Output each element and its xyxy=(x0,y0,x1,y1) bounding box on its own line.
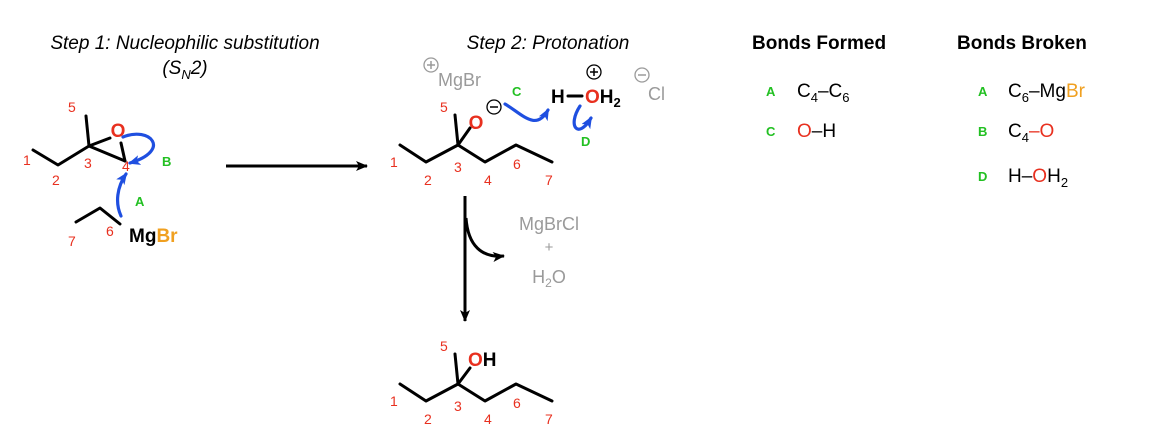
epoxide-oxygen: O xyxy=(111,121,126,142)
chloride-text: Cl xyxy=(648,84,665,104)
carbon-number: 7 xyxy=(68,233,76,249)
bonds-broken-item: C6–MgBr xyxy=(1008,81,1086,105)
bonds-formed-heading: Bonds Formed xyxy=(752,33,886,54)
carbon-number: 5 xyxy=(440,338,448,354)
carbon-number: 1 xyxy=(23,152,31,168)
negative-charge-icon xyxy=(634,67,650,83)
alkoxide-oxygen: O xyxy=(469,113,484,134)
carbon-number: 6 xyxy=(106,223,114,239)
grignard-mgbr: MgBr xyxy=(129,226,178,247)
bonds-broken-key: D xyxy=(978,169,987,184)
epoxide-molecule: O xyxy=(31,114,127,167)
curved-arrow-b xyxy=(121,132,155,165)
carbon-number: 7 xyxy=(545,172,553,188)
arrow-label-b: B xyxy=(162,154,171,169)
carbon-number: 5 xyxy=(68,99,76,115)
carbon-number: 7 xyxy=(545,411,553,427)
carbon-number: 2 xyxy=(52,172,60,188)
carbon-number: 3 xyxy=(84,155,92,171)
carbon-number: 1 xyxy=(390,154,398,170)
arrow-label-a: A xyxy=(135,194,145,209)
bonds-broken-item: C4–O xyxy=(1008,121,1054,145)
byproduct-water: H2O xyxy=(532,267,566,290)
step2-title: Step 2: Protonation xyxy=(467,33,630,54)
grignard-reagent: MgBr xyxy=(74,206,178,247)
byproduct-mgbrcl: MgBrCl xyxy=(519,214,579,234)
carbon-number: 3 xyxy=(454,159,462,175)
positive-charge-icon xyxy=(586,64,602,80)
carbon-number: 5 xyxy=(440,99,448,115)
bonds-broken-item: H–OH2 xyxy=(1008,166,1068,190)
byproduct-plus: + xyxy=(545,239,554,256)
step1-title: Step 1: Nucleophilic substitution xyxy=(50,33,319,54)
carbon-number: 2 xyxy=(424,172,432,188)
carbon-number: 3 xyxy=(454,398,462,414)
bonds-broken-key: B xyxy=(978,124,987,139)
bonds-formed-item: C4–C6 xyxy=(797,81,850,105)
mgbr-cation-text: MgBr xyxy=(438,70,481,90)
bonds-broken-key: A xyxy=(978,84,988,99)
hydronium-ion: H OH2 xyxy=(551,64,621,110)
bonds-formed-key: A xyxy=(766,84,776,99)
bonds-broken-panel: Bonds Broken A C6–MgBr B C4–O D H–OH2 xyxy=(957,33,1087,190)
hydronium-oh2: OH2 xyxy=(585,87,621,110)
arrow-label-d: D xyxy=(581,134,590,149)
carbon-number: 4 xyxy=(122,158,130,174)
hydronium-h: H xyxy=(551,87,565,108)
product-carbon-numbers: 1 2 3 4 5 6 7 xyxy=(390,338,553,427)
carbon-number: 2 xyxy=(424,411,432,427)
bonds-formed-key: C xyxy=(766,124,776,139)
step1-subtitle: (SN2) xyxy=(162,58,207,82)
positive-charge-icon xyxy=(423,57,439,73)
hydroxyl-group: OH xyxy=(468,350,497,371)
byproduct-arrow xyxy=(464,217,505,262)
negative-charge-icon xyxy=(486,99,502,115)
step1-carbon-numbers: 1 2 3 4 5 6 7 xyxy=(23,99,130,249)
carbon-number: 4 xyxy=(484,411,492,427)
carbon-number: 1 xyxy=(390,393,398,409)
arrow-label-c: C xyxy=(512,84,522,99)
bonds-formed-item: O–H xyxy=(797,121,836,142)
alcohol-product: OH xyxy=(398,350,554,403)
carbon-number: 4 xyxy=(484,172,492,188)
carbon-number: 6 xyxy=(513,156,521,172)
chloride-anion: Cl xyxy=(634,67,665,104)
magnesium-bromide-cation: MgBr xyxy=(423,57,481,90)
bonds-broken-heading: Bonds Broken xyxy=(957,33,1087,54)
carbon-number: 6 xyxy=(513,395,521,411)
alkoxide-molecule: O xyxy=(398,99,554,164)
curved-arrow-a xyxy=(115,172,128,218)
curved-arrow-d xyxy=(572,104,593,131)
step2-carbon-numbers: 1 2 3 4 5 6 7 xyxy=(390,99,553,188)
bonds-formed-panel: Bonds Formed A C4–C6 C O–H xyxy=(752,33,886,142)
curved-arrow-c xyxy=(503,102,550,123)
